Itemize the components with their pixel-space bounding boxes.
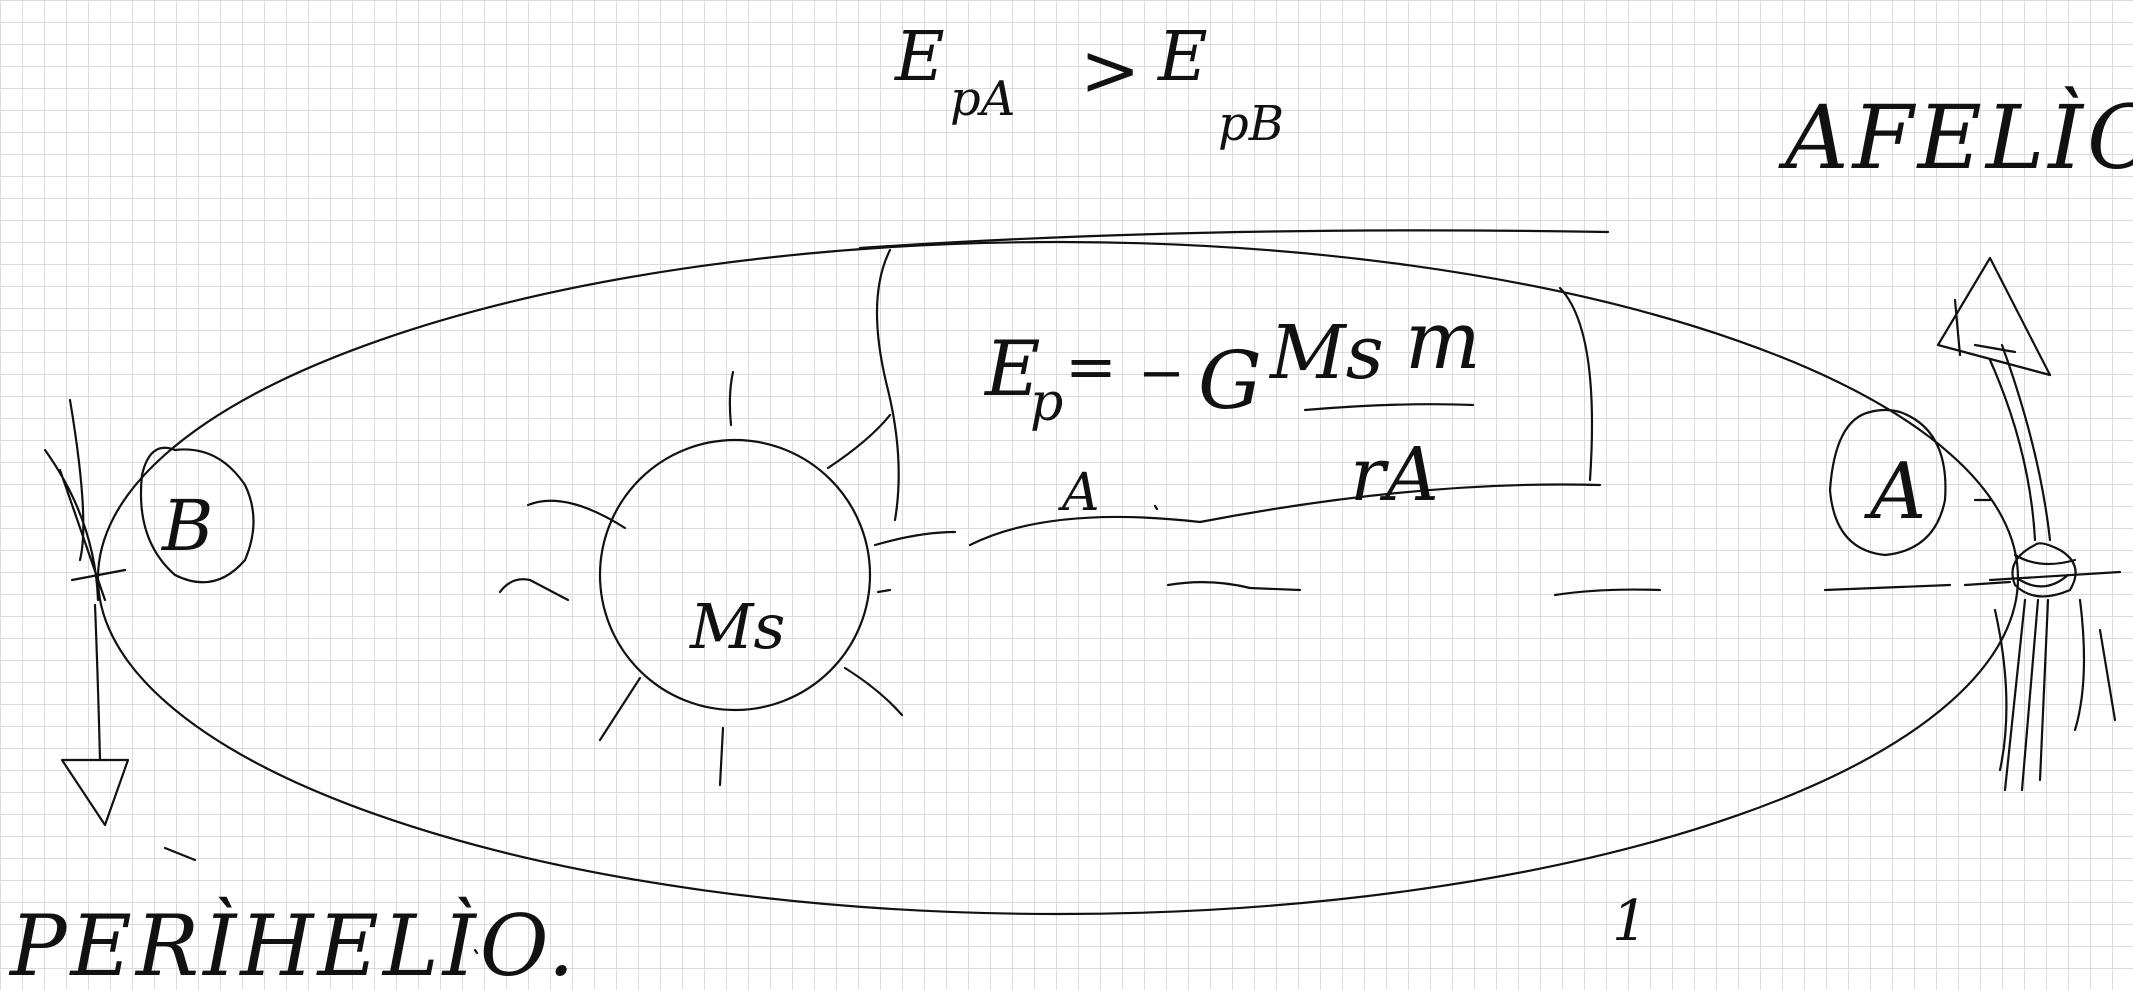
planet-b-scribble xyxy=(45,400,125,600)
stray-mark: 1 xyxy=(1612,889,1648,954)
velocity-arrowhead-a xyxy=(1938,258,2050,375)
axis-dashes xyxy=(1168,582,1950,595)
formula-fraction-bar xyxy=(1305,404,1473,410)
perihelion-label: PERÌHELÌO. xyxy=(8,897,578,990)
heading-right: E xyxy=(1156,18,1208,97)
sun-label: Ms xyxy=(689,590,785,663)
sun-rays xyxy=(500,372,902,785)
velocity-arrowhead-b xyxy=(62,760,128,825)
heading-left-sub: pA xyxy=(950,71,1015,127)
formula-constant: G xyxy=(1198,334,1262,427)
orbit-ellipse xyxy=(98,242,2018,914)
formula-sign: − xyxy=(1138,341,1185,406)
heading-right-sub: pB xyxy=(1218,96,1284,152)
sun: Ms xyxy=(500,372,902,785)
aphelion-label: AFELÌO. xyxy=(1778,86,2133,189)
formula-denominator: rA xyxy=(1350,432,1439,518)
point-b-label: B xyxy=(160,485,213,567)
velocity-arrow-b xyxy=(95,605,100,760)
point-b: B xyxy=(45,400,254,825)
formula-box: E p A = − G Ms m rA xyxy=(860,230,1608,545)
planet-a-scribble xyxy=(2013,543,2076,596)
heading-relation: E pA > E pB xyxy=(893,18,1284,152)
formula-numerator-m1: Ms xyxy=(1268,310,1384,396)
heading-op: > xyxy=(1080,28,1140,112)
formula-numerator-m2: m xyxy=(1405,294,1481,387)
sun-circle xyxy=(600,440,870,710)
formula-equals: = xyxy=(1065,330,1117,403)
formula-lhs-sub2: A xyxy=(1058,463,1100,523)
formula-lhs-sub: p xyxy=(1030,373,1063,433)
point-a: A xyxy=(1830,258,2120,790)
planet-a-streaks xyxy=(1965,572,2120,790)
point-a-label: A xyxy=(1864,447,1926,537)
heading-left: E xyxy=(893,18,945,97)
